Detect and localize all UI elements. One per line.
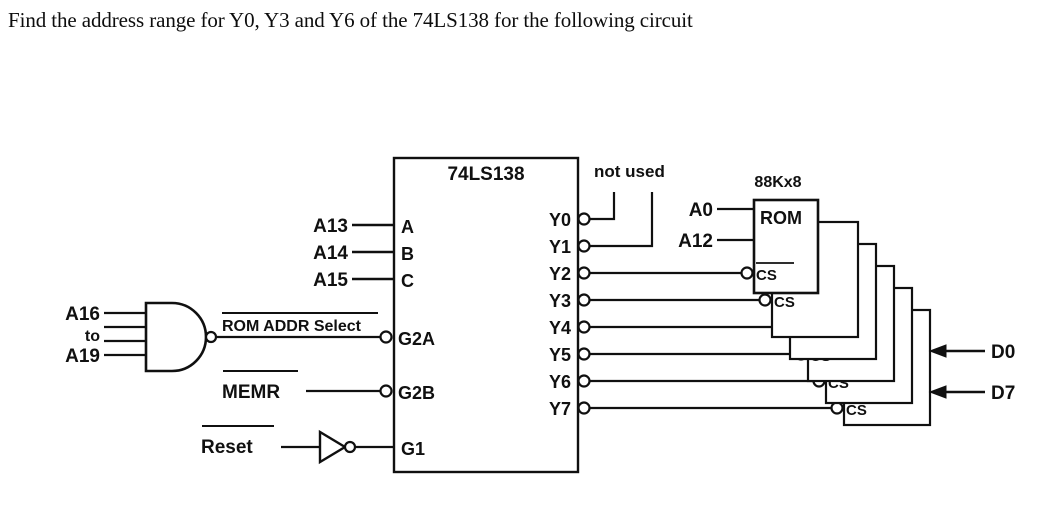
signal-label-a0: A0 bbox=[689, 200, 713, 221]
decoder-chip-body bbox=[392, 156, 580, 474]
signal-label-a15: A15 bbox=[313, 270, 348, 291]
signal-label-a12: A12 bbox=[678, 231, 713, 252]
rom-chip-6-cs-bubble bbox=[830, 401, 844, 415]
decoder-pin-a: A bbox=[401, 217, 414, 237]
output-bubble-y3 bbox=[577, 293, 591, 307]
note-not-used: not used bbox=[594, 162, 665, 181]
inverter-triangle bbox=[318, 429, 348, 465]
decoder-output-label-y0: Y0 bbox=[549, 210, 571, 230]
decoder-pin-g1: G1 bbox=[401, 439, 425, 459]
signal-label-to: to bbox=[85, 328, 100, 345]
signal-label-reset: Reset bbox=[201, 437, 253, 458]
rom-chip-1-cs-label: CS bbox=[756, 267, 777, 284]
decoder-output-label-y7: Y7 bbox=[549, 399, 571, 419]
signal-label-a14: A14 bbox=[313, 243, 348, 264]
output-bubble-y0 bbox=[577, 212, 591, 226]
page-title: Find the address range for Y0, Y3 and Y6… bbox=[8, 8, 693, 32]
signal-label-a19: A19 bbox=[65, 346, 100, 367]
output-bubble-y4 bbox=[577, 320, 591, 334]
output-bubble-y2 bbox=[577, 266, 591, 280]
rom-size-label: 88Kx8 bbox=[754, 174, 801, 191]
wire-y1-unused bbox=[590, 192, 654, 248]
inverter-bubble bbox=[343, 440, 357, 454]
decoder-part-label: 74LS138 bbox=[447, 164, 524, 185]
signal-label-memr: MEMR bbox=[222, 382, 280, 403]
signal-label-a13: A13 bbox=[313, 216, 348, 237]
output-bubble-y6 bbox=[577, 374, 591, 388]
rom-chip-2-cs-bubble bbox=[758, 293, 772, 307]
output-bubble-y1 bbox=[577, 239, 591, 253]
decoder-output-label-y3: Y3 bbox=[549, 291, 571, 311]
signal-label-d7: D7 bbox=[991, 383, 1015, 404]
decoder-g2a-inversion-bubble bbox=[379, 330, 393, 344]
rom-chip-6-cs-label: CS bbox=[846, 402, 867, 419]
decoder-output-label-y2: Y2 bbox=[549, 264, 571, 284]
rom-chip-2-cs-label: CS bbox=[774, 294, 795, 311]
decoder-output-label-y5: Y5 bbox=[549, 345, 571, 365]
decoder-output-label-y1: Y1 bbox=[549, 237, 571, 257]
decoder-g2b-inversion-bubble bbox=[379, 384, 393, 398]
decoder-pin-g2b: G2B bbox=[398, 383, 435, 403]
output-bubble-y5 bbox=[577, 347, 591, 361]
signal-label-d0: D0 bbox=[991, 342, 1015, 363]
rom-chip-1-label: ROM bbox=[760, 208, 802, 228]
rom-chip-1 bbox=[752, 198, 820, 295]
decoder-output-label-y6: Y6 bbox=[549, 372, 571, 392]
nand-gate-body bbox=[144, 301, 208, 373]
wire-y0-unused bbox=[590, 192, 616, 221]
signal-label-rom-addr-select: ROM ADDR Select bbox=[222, 318, 362, 335]
decoder-output-label-y4: Y4 bbox=[549, 318, 571, 338]
arrow-d7 bbox=[928, 385, 947, 399]
signal-label-a16: A16 bbox=[65, 304, 100, 325]
arrow-d0 bbox=[928, 344, 947, 358]
output-bubble-y7 bbox=[577, 401, 591, 415]
rom-chip-1-cs-bubble bbox=[740, 266, 754, 280]
nand-gate-inversion-bubble bbox=[204, 330, 218, 344]
decoder-pin-g2a: G2A bbox=[398, 329, 435, 349]
decoder-pin-b: B bbox=[401, 244, 414, 264]
decoder-pin-c: C bbox=[401, 271, 414, 291]
